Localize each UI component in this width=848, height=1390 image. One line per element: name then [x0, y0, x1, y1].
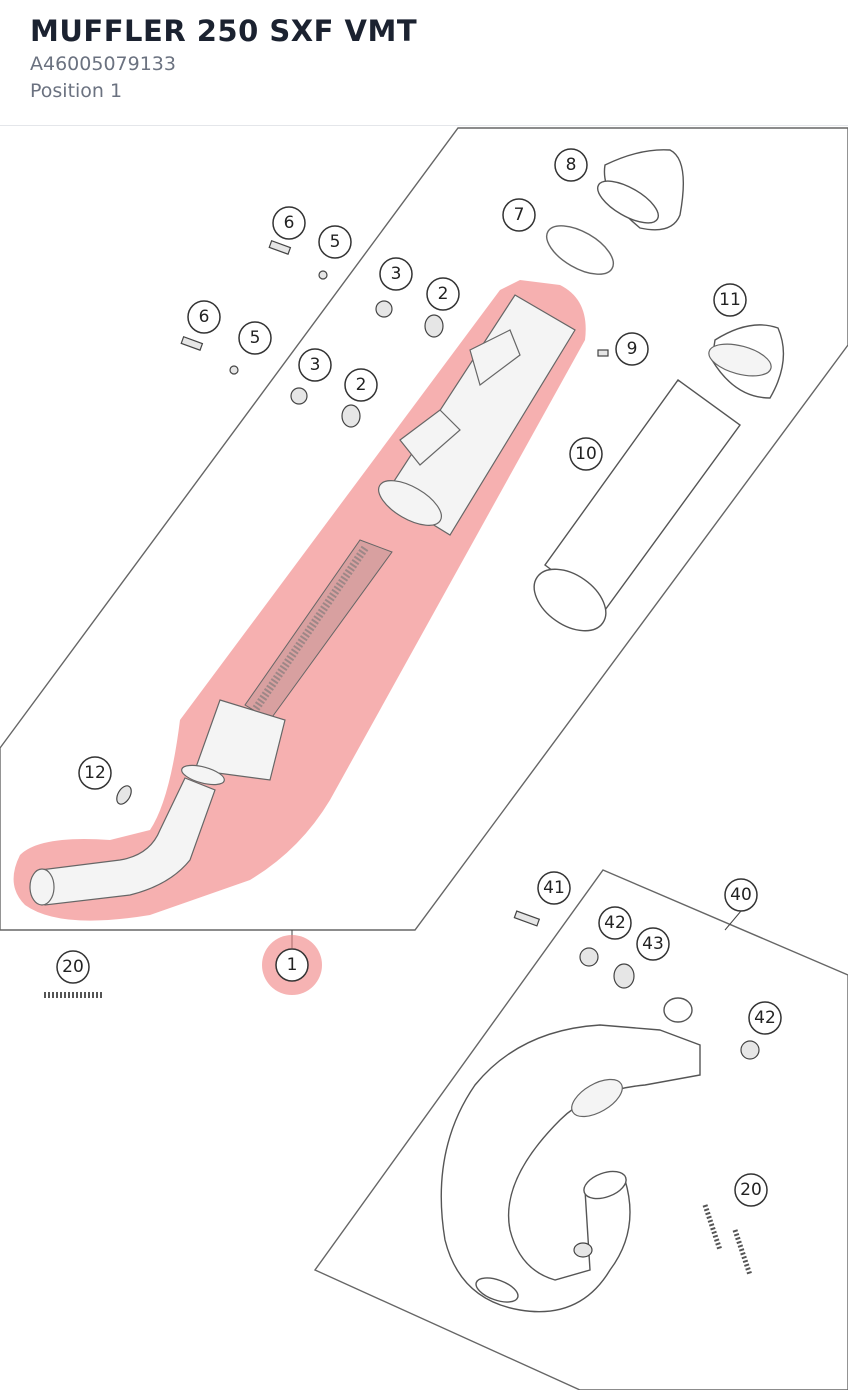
end-cap-parts	[546, 149, 685, 357]
svg-text:1: 1	[287, 955, 298, 975]
part-header: MUFFLER 250 SXF VMT A46005079133 Positio…	[0, 0, 848, 126]
svg-text:12: 12	[84, 763, 106, 783]
exploded-diagram: 1 2 2 3 3 5 5 6 6 7 8 9 10 11 12 20 20 4…	[0, 126, 848, 1390]
svg-text:2: 2	[356, 375, 367, 395]
svg-text:2: 2	[438, 284, 449, 304]
svg-text:7: 7	[514, 205, 525, 225]
muffler-group-frame	[0, 127, 848, 931]
muffler-assembly	[29, 294, 576, 906]
callout-12[interactable]: 12	[78, 756, 112, 790]
svg-text:42: 42	[604, 913, 626, 933]
callout-11[interactable]: 11	[713, 283, 747, 317]
part-number: A46005079133	[30, 53, 176, 75]
svg-text:10: 10	[575, 444, 597, 464]
position-label: Position 1	[30, 80, 123, 102]
svg-text:3: 3	[310, 355, 321, 375]
callout-43[interactable]: 43	[636, 927, 670, 961]
outer-sleeve-parts	[533, 324, 785, 632]
callout-3[interactable]: 3	[298, 348, 332, 382]
callout-20[interactable]: 20	[56, 950, 90, 984]
svg-text:5: 5	[250, 328, 261, 348]
callout-6[interactable]: 6	[187, 300, 221, 334]
svg-text:6: 6	[199, 307, 210, 327]
svg-text:41: 41	[543, 878, 565, 898]
svg-text:8: 8	[566, 155, 577, 175]
callout-40[interactable]: 40	[724, 878, 758, 912]
callout-3[interactable]: 3	[379, 257, 413, 291]
svg-text:6: 6	[284, 213, 295, 233]
header-pipe	[440, 997, 701, 1313]
callout-10[interactable]: 10	[569, 437, 603, 471]
header-hardware	[513, 910, 760, 1276]
svg-text:20: 20	[740, 1180, 762, 1200]
callout-5[interactable]: 5	[238, 321, 272, 355]
muffler-hardware	[116, 239, 444, 805]
callout-5[interactable]: 5	[318, 225, 352, 259]
callout-6[interactable]: 6	[272, 206, 306, 240]
svg-text:11: 11	[719, 290, 741, 310]
svg-text:9: 9	[627, 339, 638, 359]
svg-text:5: 5	[330, 232, 341, 252]
svg-text:43: 43	[642, 934, 664, 954]
callout-2[interactable]: 2	[426, 277, 460, 311]
callout-1[interactable]: 1	[275, 948, 309, 982]
page-title: MUFFLER 250 SXF VMT	[30, 14, 418, 48]
callout-7[interactable]: 7	[502, 198, 536, 232]
callout-42[interactable]: 42	[748, 1001, 782, 1035]
header-pipe-group-frame	[313, 869, 848, 1390]
svg-text:40: 40	[730, 885, 752, 905]
callout-20[interactable]: 20	[734, 1173, 768, 1207]
svg-text:42: 42	[754, 1008, 776, 1028]
callout-41[interactable]: 41	[537, 871, 571, 905]
svg-text:20: 20	[62, 957, 84, 977]
callout-8[interactable]: 8	[554, 148, 588, 182]
svg-text:3: 3	[391, 264, 402, 284]
callout-2[interactable]: 2	[344, 368, 378, 402]
callout-9[interactable]: 9	[615, 332, 649, 366]
callout-42[interactable]: 42	[598, 906, 632, 940]
